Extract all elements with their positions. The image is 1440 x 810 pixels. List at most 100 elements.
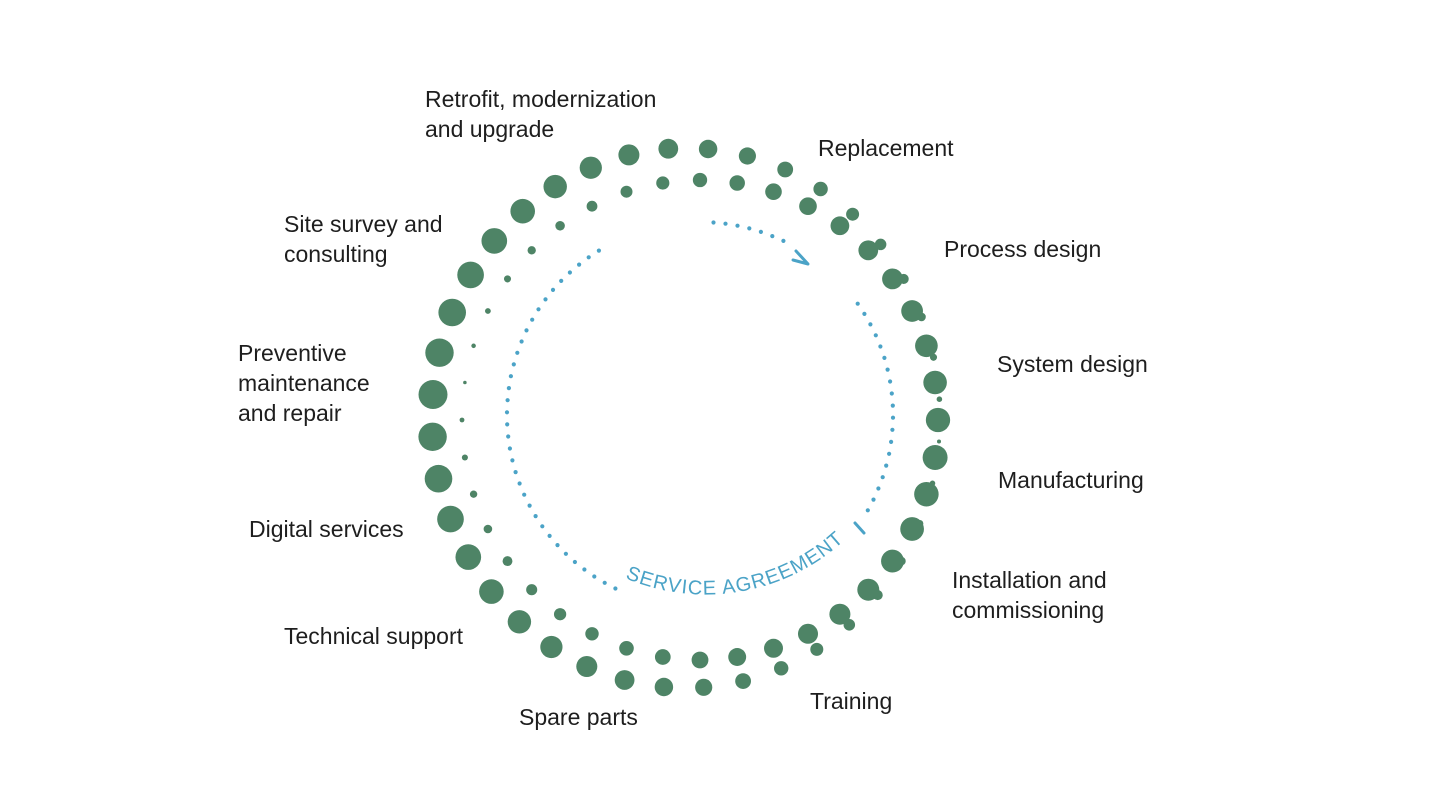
- inner-ring-dot: [691, 651, 709, 669]
- service-agreement-dot: [890, 415, 896, 420]
- service-agreement-dot: [890, 427, 895, 432]
- service-agreement-dot: [543, 297, 548, 302]
- inner-ring-dot: [900, 517, 924, 541]
- service-agreement-dot: [889, 391, 894, 396]
- stage-label-system-design: System design: [997, 349, 1148, 379]
- service-agreement-dot: [887, 451, 892, 456]
- stage-label-digital-services: Digital services: [249, 514, 404, 544]
- service-agreement-dot: [865, 508, 870, 513]
- outer-ring-dot: [813, 181, 828, 197]
- outer-ring-dot: [846, 207, 860, 221]
- service-agreement-dot: [613, 586, 618, 591]
- service-agreement-dot: [586, 255, 591, 260]
- outer-ring-dot: [576, 655, 598, 678]
- service-agreement-dot: [596, 248, 602, 253]
- inner-ring-dot: [858, 240, 879, 261]
- outer-ring-dot: [936, 396, 943, 402]
- outer-ring-dot: [618, 144, 640, 166]
- outer-ring-dot: [774, 661, 789, 676]
- stage-label-line: Training: [810, 688, 893, 714]
- service-agreement-dot: [505, 422, 510, 427]
- inner-ring-dot: [527, 246, 536, 255]
- inner-ring-dot: [555, 221, 565, 231]
- service-agreement-dot: [592, 574, 597, 579]
- outer-ring-dot: [738, 147, 756, 165]
- outer-ring-dot: [479, 579, 504, 604]
- inner-ring-dot: [764, 638, 783, 658]
- stage-label-replacement: Replacement: [818, 133, 954, 163]
- service-agreement-dot: [507, 446, 512, 451]
- service-agreement-dot: [890, 403, 895, 408]
- service-agreement-dot: [871, 497, 876, 502]
- outer-ring-dot: [579, 156, 602, 179]
- stage-label-line: and repair: [238, 400, 342, 426]
- service-agreement-dot: [547, 533, 552, 539]
- outer-ring-dot: [455, 544, 482, 570]
- outer-ring-dot: [543, 174, 567, 199]
- stage-label-line: consulting: [284, 241, 388, 267]
- outer-ring-dot: [735, 673, 751, 689]
- service-agreement-dot: [602, 580, 607, 585]
- stage-label-line: and upgrade: [425, 116, 555, 142]
- service-agreement-dot: [505, 398, 510, 403]
- inner-ring-dot: [882, 268, 903, 290]
- outer-ring-dot: [424, 464, 453, 493]
- outer-ring-dot: [658, 138, 679, 159]
- service-agreement-dot: [888, 379, 893, 384]
- inner-ring-dot: [620, 185, 633, 198]
- inner-ring-dot: [656, 176, 670, 190]
- outer-ring-dot: [438, 298, 467, 327]
- inner-ring-dot: [585, 627, 599, 641]
- inner-ring-dot: [901, 300, 923, 322]
- inner-ring-dot: [915, 334, 938, 358]
- inner-ring-dot: [483, 524, 493, 534]
- inner-ring-dot: [526, 584, 538, 596]
- stage-label-line: Manufacturing: [998, 467, 1144, 493]
- stage-label-line: Digital services: [249, 516, 404, 542]
- service-agreement-dot: [519, 339, 524, 344]
- outer-ring-dot: [540, 635, 563, 659]
- service-agreement-dot: [540, 524, 545, 529]
- inner-ring-dot: [729, 175, 745, 191]
- inner-ring-dot: [553, 608, 567, 621]
- inner-ring-dot: [461, 454, 468, 461]
- inner-ring-dot: [881, 549, 904, 573]
- stage-label-line: maintenance: [238, 370, 370, 396]
- service-agreement-dotted-circle: [504, 220, 896, 591]
- service-agreement-dot: [517, 481, 522, 486]
- inner-ring-dot: [923, 370, 947, 395]
- service-agreement-dot: [522, 492, 527, 497]
- service-agreement-dot: [855, 301, 860, 306]
- outer-ring-dot: [425, 338, 454, 367]
- outer-dot-ring: [418, 138, 943, 697]
- service-agreement-dot: [530, 317, 535, 322]
- service-agreement-dot: [880, 475, 885, 480]
- outer-ring-dot: [481, 228, 508, 254]
- inner-ring-dot: [484, 308, 491, 314]
- outer-ring-dot: [777, 161, 794, 178]
- service-agreement-dot: [878, 344, 883, 349]
- service-agreement-dot: [506, 386, 511, 391]
- stage-label-preventive-maintenance: Preventive maintenance and repair: [238, 338, 370, 428]
- service-agreement-label: SERVICE AGREEMENT: [623, 527, 848, 599]
- outer-ring-dot: [510, 198, 535, 224]
- service-agreement-dot: [884, 463, 889, 468]
- service-agreement-dot: [577, 262, 582, 267]
- inner-ring-dot: [459, 417, 465, 423]
- service-agreement-dot: [723, 221, 728, 226]
- inner-ring-dot: [830, 216, 850, 236]
- inner-ring-dot: [914, 481, 939, 507]
- service-agreement-dot: [862, 311, 867, 316]
- outer-ring-dot: [457, 261, 484, 289]
- stage-label-installation: Installation and commissioning: [952, 565, 1107, 625]
- service-agreement-dot: [508, 374, 513, 379]
- inner-ring-dot: [469, 490, 478, 498]
- stage-label-line: Preventive: [238, 340, 347, 366]
- stage-label-retrofit: Retrofit, modernization and upgrade: [425, 84, 656, 144]
- inner-ring-dot: [925, 407, 951, 433]
- inner-ring-dot: [829, 603, 851, 625]
- inner-ring-dot: [728, 648, 747, 666]
- stage-label-line: Site survey and: [284, 211, 443, 237]
- inner-ring-dot: [503, 275, 512, 283]
- service-agreement-dot: [555, 543, 560, 548]
